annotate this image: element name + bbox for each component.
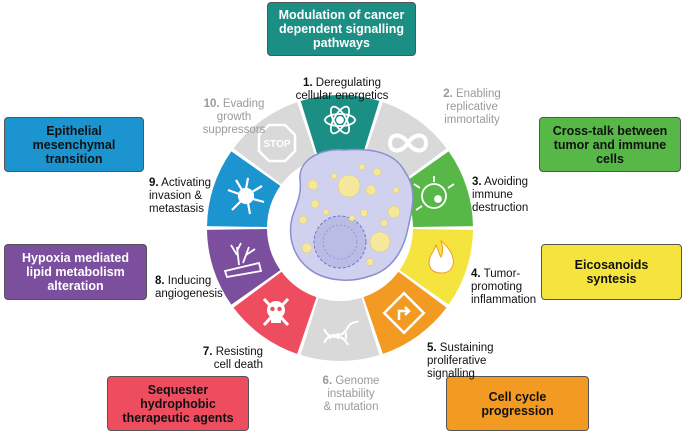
box-crosstalk-immune: Cross-talk between tumor and immune cell… — [539, 117, 681, 172]
hallmark-label-5: 5. Sustaining proliferative signalling — [427, 342, 494, 380]
box-sequester-agents: Sequester hydrophobic therapeutic agents — [107, 376, 249, 431]
invasive-cell-icon — [227, 177, 265, 215]
arrow-sign-icon — [382, 291, 426, 335]
hallmark-label-6: 6. Genome instability & mutation — [322, 375, 380, 413]
infinity-icon — [387, 133, 429, 153]
hallmark-label-1: 1. Deregulating cellular energetics — [295, 77, 389, 102]
blood-vessel-icon — [223, 242, 263, 279]
box-eicosanoids: Eicosanoids syntesis — [541, 244, 682, 300]
hallmark-label-8: 8. Inducing angiogenesis — [155, 275, 223, 300]
hallmark-label-10: 10. Evading growth suppressors — [202, 98, 266, 136]
skull-icon — [262, 297, 290, 327]
immune-cell-icon — [413, 176, 455, 211]
stop-sign-icon: STOP — [257, 123, 297, 163]
wheel-segment-5 — [363, 271, 447, 354]
hallmark-label-4: 4. Tumor- promoting inflammation — [471, 268, 537, 306]
wheel-segment-6 — [300, 297, 380, 361]
box-cell-cycle: Cell cycle progression — [446, 376, 589, 431]
hallmark-label-2: 2. Enabling replicative immortality — [443, 88, 501, 126]
cancer-cell — [289, 148, 414, 281]
box-signalling-pathways: Modulation of cancer dependent signallin… — [267, 2, 416, 56]
flame-icon — [428, 239, 454, 274]
stop-sign-text: STOP — [263, 139, 290, 150]
box-epithelial-mesenchymal: Epithelial mesenchymal transition — [4, 117, 144, 172]
atom-icon — [324, 105, 356, 135]
hallmark-label-3: 3. Avoiding immune destruction — [472, 176, 529, 214]
wheel-segment-10 — [233, 102, 317, 185]
dna-icon — [323, 320, 359, 346]
hallmark-label-9: 9. Activating invasion & metastasis — [149, 177, 212, 215]
hallmark-label-7: 7. Resisting cell death — [202, 346, 263, 371]
box-hypoxia-lipid: Hypoxia mediated lipid metabolism altera… — [4, 244, 147, 300]
